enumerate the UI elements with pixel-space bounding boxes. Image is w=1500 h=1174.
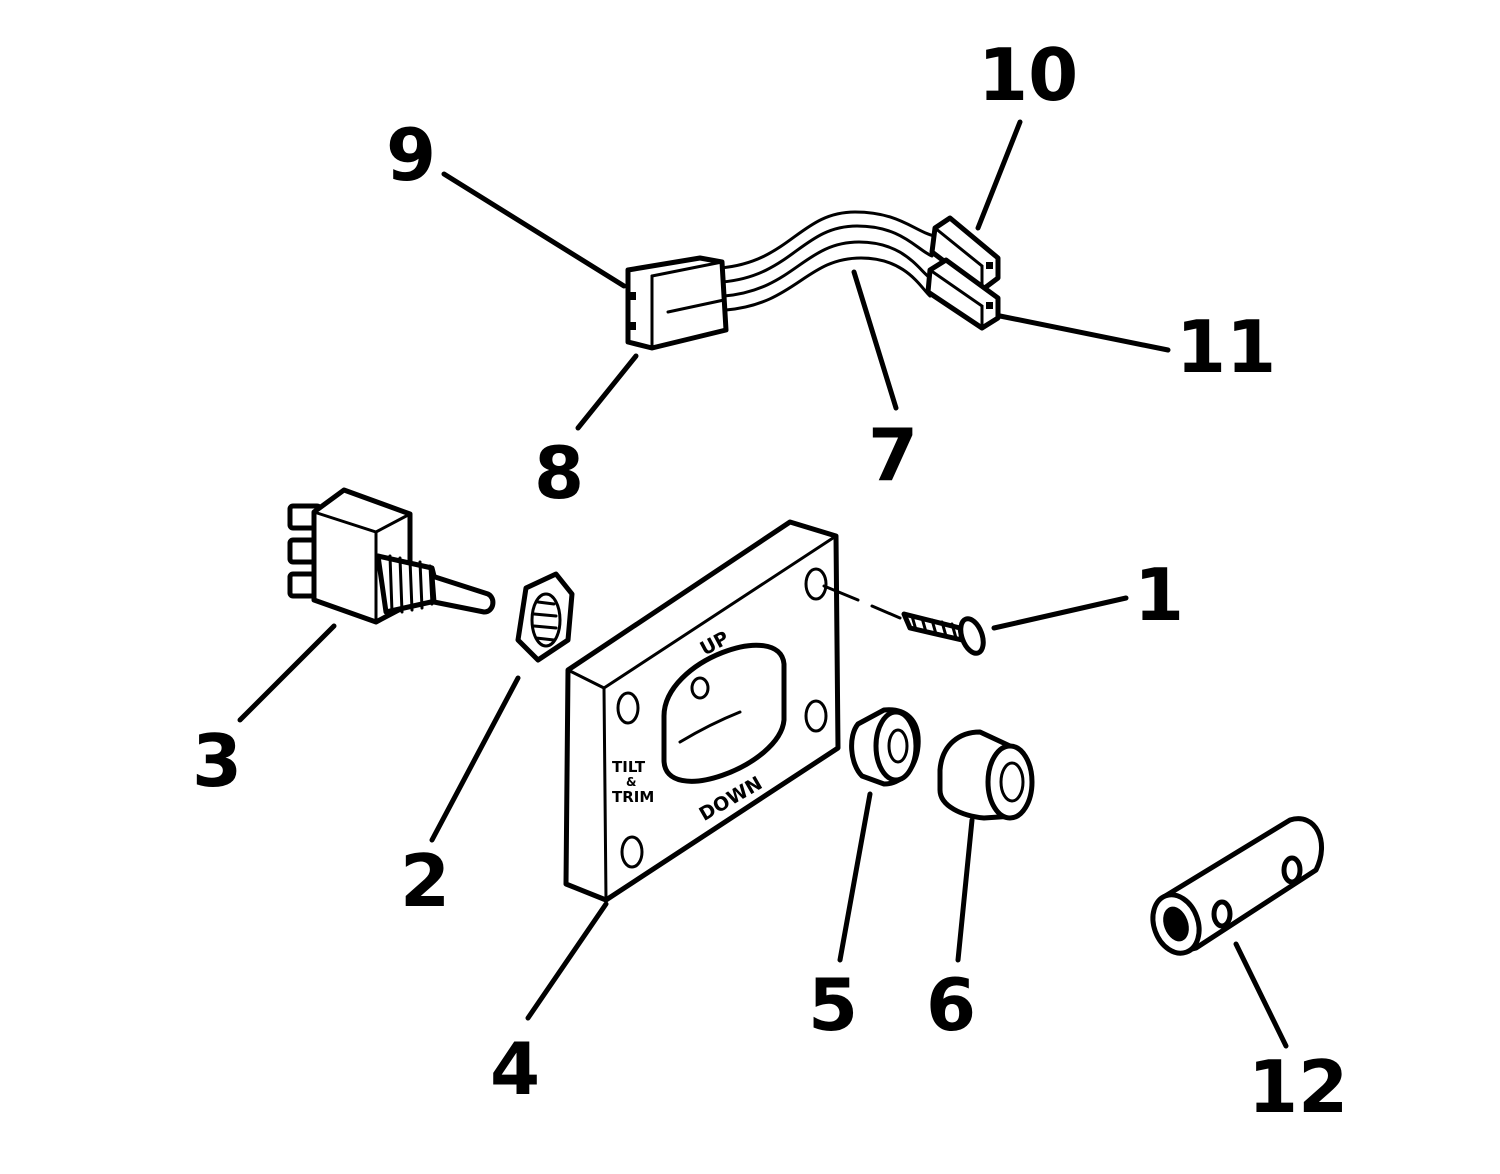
callout-8: 8 bbox=[534, 431, 584, 515]
left-connector bbox=[625, 255, 729, 351]
toggle-switch bbox=[287, 487, 496, 625]
pin-sleeve bbox=[1150, 816, 1324, 956]
callout-9: 9 bbox=[386, 113, 436, 197]
plate-label-trim: TRIM bbox=[612, 788, 654, 806]
callout-2: 2 bbox=[400, 839, 450, 923]
callout-10: 10 bbox=[978, 33, 1078, 117]
wiring-harness bbox=[625, 210, 1001, 351]
right-connector-lower bbox=[925, 257, 1001, 331]
callout-labels: 1 2 3 4 5 6 7 8 9 10 11 12 bbox=[192, 33, 1348, 1129]
callout-6: 6 bbox=[926, 963, 976, 1047]
leader-lines bbox=[237, 119, 1289, 1049]
callout-12: 12 bbox=[1248, 1045, 1348, 1129]
knob-boot bbox=[937, 729, 1035, 821]
callout-7: 7 bbox=[868, 413, 918, 497]
callout-3: 3 bbox=[192, 719, 242, 803]
hex-nut bbox=[515, 571, 575, 663]
callout-5: 5 bbox=[808, 963, 858, 1047]
grommet bbox=[849, 707, 921, 787]
callout-4: 4 bbox=[490, 1027, 540, 1111]
plate-label-tilt: TILT bbox=[612, 758, 646, 776]
plate-label-amp: & bbox=[626, 775, 636, 789]
callout-1: 1 bbox=[1134, 553, 1184, 637]
mounting-plate: UP DOWN TILT & TRIM bbox=[563, 519, 841, 903]
screw bbox=[822, 584, 986, 656]
callout-11: 11 bbox=[1176, 305, 1276, 389]
